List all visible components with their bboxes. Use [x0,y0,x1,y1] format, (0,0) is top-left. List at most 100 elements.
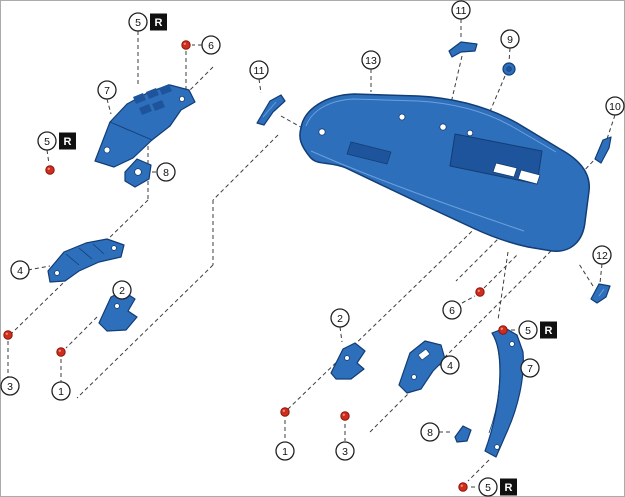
fastener-bolt-icon [458,482,468,492]
callout-circle [451,0,471,20]
fastener-bolt [498,325,508,335]
callout-2: 2 [330,308,350,328]
callout-7: 7 [520,358,540,378]
callout-number: 4 [447,360,453,372]
callout-8: 8 [156,162,176,182]
callout-number: 2 [337,313,343,325]
fastener-highlight [342,413,345,416]
fastener-bolt [181,40,191,50]
fastener-bolt-icon [498,325,508,335]
lower-rail-left-hole [111,245,117,251]
part-corner-bracket-right [590,283,611,304]
upper-side-bracket-left-shape [133,93,146,104]
rear-bumper-cover-detail-line [305,98,557,153]
callout-circle [97,80,117,100]
fastener-highlight [58,349,61,352]
pad-strip-left-shape [256,94,286,126]
upper-side-bracket-left-shape [94,84,196,168]
rear-bumper-cover-shape [492,162,518,178]
part-mounting-bracket-left [124,158,152,188]
callout-1: 1 [275,441,295,461]
callout-6: 6 [442,300,462,320]
callout-6: 6 [201,35,221,55]
part-upper-side-bracket-left [94,84,196,168]
callout-11: 11 [451,0,471,20]
dashed-leader-line [212,134,279,201]
lower-rail-left-shape [47,238,125,283]
upper-side-bracket-left-shape [146,88,159,99]
fastener-highlight [460,484,463,487]
dashed-leader-line [258,78,262,94]
part-side-bracket-right [330,342,366,380]
pad-strip-top-shape [448,41,478,58]
callout-number: 13 [365,55,377,67]
lower-rail-left-detail-line [78,247,93,260]
callout-circle [156,162,176,182]
fastener-highlight [500,327,503,330]
rear-bumper-cover-shape [346,141,392,165]
callout-3: 3 [335,441,355,461]
r-badge-label: R [64,136,72,148]
fastener-bolt [56,347,66,357]
rear-bumper-cover-shape [517,169,541,185]
callout-number: 3 [342,446,348,458]
callout-12: 12 [592,245,612,265]
side-bracket-left-hole [114,303,120,309]
callout-circle [10,260,30,280]
fastener-highlight [5,332,8,335]
r-badge-label: R [155,17,163,29]
r-badge-label: R [505,482,513,494]
r-badge [500,478,517,496]
upper-side-bracket-left-shape [139,104,152,115]
callout-9: 9 [500,29,520,49]
rear-bumper-cover-hole [398,113,406,121]
dashed-leader-line [485,75,506,122]
side-bracket-right-hole [344,355,350,361]
callout-11: 11 [249,60,269,80]
dashed-leader-line [11,199,149,334]
callout-number: 5 [135,17,141,29]
dashed-leader-line [65,316,98,349]
callout-number: 5 [44,136,50,148]
callout-8: 8 [420,422,440,442]
dashed-leader-line [76,264,214,399]
dashed-leader-line [599,263,603,284]
part-pad-strip-top [448,41,478,58]
part-pad-strip-left [256,94,286,126]
part-clip-right [454,425,472,443]
callout-circle [275,441,295,461]
dashed-leader-line [369,245,557,433]
callout-number: 6 [208,40,214,52]
fastener-highlight [282,409,285,412]
rear-bumper-cover-detail-line [310,150,525,232]
callout-circle [330,308,350,328]
callout-number: 6 [449,305,455,317]
callout-circle [112,280,132,300]
side-bracket-right-shape [330,342,366,380]
fastener-bolt [45,165,55,175]
side-support-right-hole [494,444,500,450]
part-grommet [502,62,516,76]
corner-bracket-right-detail-line [598,288,605,297]
callout-circle [442,300,462,320]
dashed-leader-line [497,251,509,321]
fastener-bolt-icon [340,411,350,421]
mounting-bracket-right-shape [417,348,431,361]
callout-7: 7 [97,80,117,100]
callout-circle [592,245,612,265]
fastener-bolt-icon [45,165,55,175]
fastener-bolt-icon [475,287,485,297]
callout-4: 4 [440,355,460,375]
lower-rail-left-detail-line [65,253,80,266]
callout-circle [37,131,57,151]
lower-rail-left-detail-line [92,243,105,255]
fastener-bolt-icon [181,40,191,50]
callout-circle [128,12,148,32]
rear-bumper-cover-shape [299,93,590,252]
fastener-highlight [183,42,186,45]
dashed-leader-line [606,114,616,140]
part-side-strip-right [594,136,612,164]
callout-number: 1 [58,386,64,398]
